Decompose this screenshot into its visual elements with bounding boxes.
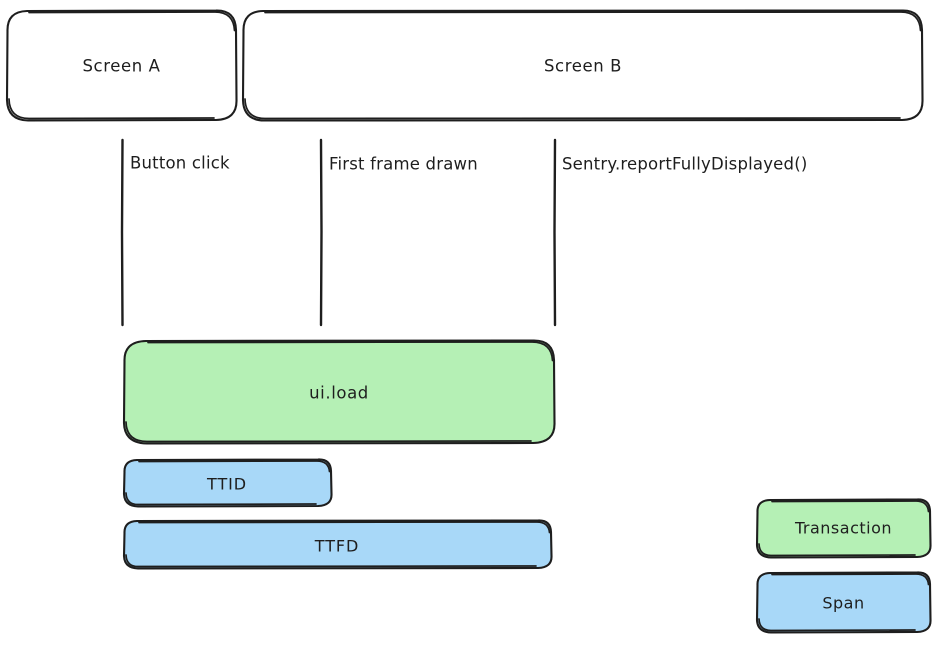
marker-button-click-label: Button click bbox=[130, 154, 230, 173]
legend-transaction-swatch-pass2 bbox=[771, 500, 930, 513]
legend-span-swatch bbox=[755, 571, 932, 634]
screen-a-label: Screen A bbox=[82, 57, 160, 76]
screen-b-label: Screen B bbox=[544, 57, 622, 76]
marker-button-click-line bbox=[120, 138, 124, 327]
marker-first-frame-drawn[interactable]: First frame drawn bbox=[319, 138, 478, 327]
bar-ttid-shape bbox=[122, 458, 333, 508]
screen-a-outline bbox=[5, 9, 238, 122]
legend-item-transaction[interactable]: Transaction bbox=[755, 498, 932, 559]
screen-b-outline bbox=[241, 9, 924, 122]
bar-ttfd-shape bbox=[122, 519, 553, 570]
bar-ttid-shape-pass2 bbox=[138, 460, 331, 473]
screen-a-node[interactable]: Screen A bbox=[5, 9, 238, 122]
bar-ui-load[interactable]: ui.load bbox=[122, 339, 556, 445]
legend-transaction-swatch bbox=[755, 498, 932, 559]
bar-ui-load-label: ui.load bbox=[309, 384, 369, 403]
marker-first-frame-drawn-label: First frame drawn bbox=[329, 155, 478, 174]
marker-report-fully-displayed-line bbox=[553, 138, 557, 327]
bar-ui-load-shape-pass2 bbox=[147, 341, 554, 362]
screen-a-outline-pass2 bbox=[28, 11, 236, 32]
bar-ttid-shape-pass3 bbox=[125, 492, 317, 506]
legend-item-span[interactable]: Span bbox=[755, 571, 932, 634]
bar-ttid[interactable]: TTID bbox=[122, 458, 333, 508]
screen-b-outline-pass2 bbox=[264, 11, 922, 32]
legend-span-swatch-pass2 bbox=[771, 573, 930, 586]
marker-report-fully-displayed-label: Sentry.reportFullyDisplayed() bbox=[562, 155, 808, 174]
legend-span-swatch-pass3 bbox=[758, 618, 916, 632]
marker-button-click[interactable]: Button click bbox=[120, 138, 230, 327]
bar-ttfd-shape-pass2 bbox=[138, 521, 551, 534]
bar-ttfd[interactable]: TTFD bbox=[122, 519, 553, 570]
legend-span-label: Span bbox=[822, 594, 864, 613]
marker-report-fully-displayed[interactable]: Sentry.reportFullyDisplayed() bbox=[553, 138, 808, 327]
bar-ttid-label: TTID bbox=[206, 475, 247, 494]
screen-b-node[interactable]: Screen B bbox=[241, 9, 924, 122]
legend-transaction-label: Transaction bbox=[794, 519, 892, 538]
marker-first-frame-drawn-line bbox=[319, 138, 323, 327]
legend: Transaction Span bbox=[755, 498, 932, 634]
bar-ui-load-shape-pass3 bbox=[125, 421, 532, 443]
screen-a-outline-pass3 bbox=[8, 98, 215, 120]
legend-transaction-swatch-pass3 bbox=[758, 543, 916, 557]
bar-ttfd-label: TTFD bbox=[314, 537, 359, 556]
screen-b-outline-pass3 bbox=[244, 98, 901, 120]
bar-ttfd-shape-pass3 bbox=[125, 554, 537, 568]
bar-ui-load-shape bbox=[122, 339, 556, 445]
